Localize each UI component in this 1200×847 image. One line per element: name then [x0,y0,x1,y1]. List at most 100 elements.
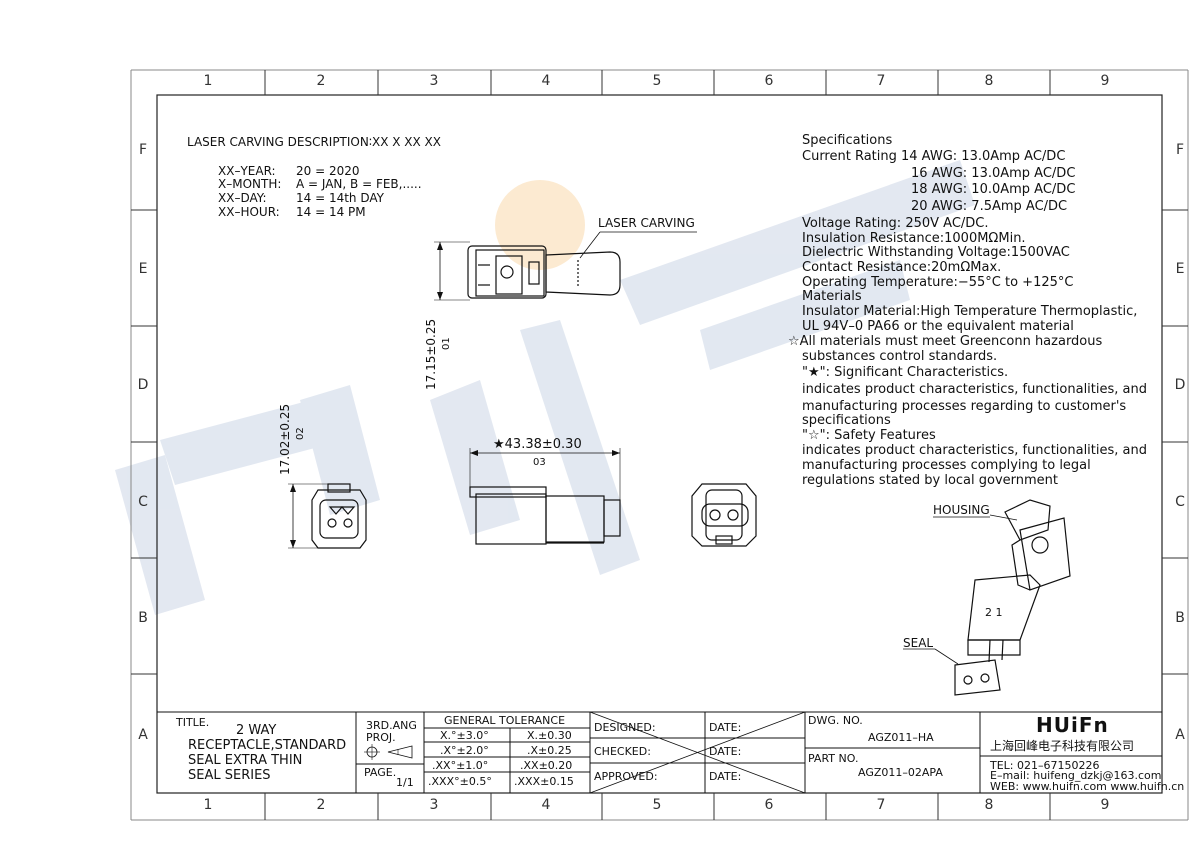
grid-row-b: B [138,610,148,626]
grid-col-7: 7 [876,73,886,89]
designed-date-label: DATE: [709,721,742,734]
designed-label: DESIGNED: [594,721,656,734]
grid-col-8-bottom: 8 [984,797,994,813]
grid-col-1: 1 [203,73,213,89]
page-label: PAGE. [364,766,397,779]
housing-label: HOUSING [933,503,990,517]
pin-labels: 2 1 [985,606,1003,619]
spec-significant-1: indicates product characteristics, funct… [802,382,1147,397]
grid-col-6: 6 [764,73,774,89]
tolerance-linear-3: .XX±0.20 [520,759,573,772]
drawing-number: AGZ011–HA [868,731,934,744]
title-line-2: RECEPTACLE,STANDARD [188,738,347,753]
laser-carving-label: LASER CARVING [598,216,695,230]
tolerance-angle-2: .X°±2.0° [440,744,489,757]
grid-col-4-bottom: 4 [541,797,551,813]
spec-safety-title: "☆": Safety Features [802,428,936,443]
grid-row-a-right: A [1175,727,1185,743]
title-line-1: 2 WAY [236,723,277,738]
grid-col-9-bottom: 9 [1100,797,1110,813]
spec-safety-1: indicates product characteristics, funct… [802,443,1147,458]
grid-col-2-bottom: 2 [316,797,326,813]
dim-height: 17.15±0.25 [424,318,438,390]
grid-col-5-bottom: 5 [652,797,662,813]
company-tel: TEL: 021–67150226 [990,759,1100,772]
isometric-seal [954,659,1001,696]
laser-year-label: XX–YEAR: [218,164,276,178]
grid-col-5: 5 [652,73,662,89]
spec-insulator-1: Insulator Material:High Temperature Ther… [802,304,1138,319]
grid-col-7-bottom: 7 [876,797,886,813]
part-number: AGZ011–02APA [858,766,943,779]
dim-width-ref: 02 [295,427,306,440]
end-view-left [311,483,367,549]
title-line-3: SEAL EXTRA THIN [188,753,303,768]
spec-current-20: 20 AWG: 7.5Amp AC/DC [911,199,1068,214]
spec-current-18: 18 AWG: 10.0Amp AC/DC [911,182,1076,197]
tolerance-linear-4: .XXX±0.15 [514,775,574,788]
grid-col-9: 9 [1100,73,1110,89]
isometric-housing [967,499,1071,663]
spec-hazard-2: substances control standards. [802,349,998,364]
grid-row-c: C [138,494,148,510]
tolerance-angle-1: X.°±3.0° [440,729,489,742]
grid-row-d: D [137,377,149,393]
page-value: 1/1 [396,776,414,789]
spec-current-14: Current Rating 14 AWG: 13.0Amp AC/DC [802,149,1066,164]
grid-row-f: F [138,142,148,158]
approved-label: APPROVED: [594,770,658,783]
tolerance-angle-4: .XXX°±0.5° [428,775,492,788]
grid-col-1-bottom: 1 [203,797,213,813]
projection-label-1: 3RD.ANG [366,719,417,732]
laser-day-value: 14 = 14th DAY [296,191,384,205]
projection-label-2: PROJ. [366,731,396,744]
company-web: WEB: www.huifn.com www.huifn.cn [990,780,1185,793]
spec-contact: Contact Resistance:20mΩMax. [802,260,1002,275]
laser-month-value: A = JAN, B = FEB,..... [296,177,422,191]
grid-col-4: 4 [541,73,551,89]
spec-safety-2: manufacturing processes complying to leg… [802,458,1091,473]
grid-row-b-right: B [1175,610,1185,626]
grid-col-2: 2 [316,73,326,89]
grid-row-a: A [138,727,148,743]
laser-year-value: 20 = 2020 [296,164,360,178]
spec-dielectric: Dielectric Withstanding Voltage:1500VAC [802,245,1070,260]
tolerance-linear-2: .X±0.25 [527,744,572,757]
spec-materials: Materials [802,289,862,304]
spec-heading: Specifications [802,133,893,148]
grid-col-6-bottom: 6 [764,797,774,813]
side-view [469,486,621,545]
laser-hour-label: XX–HOUR: [218,205,280,219]
dim-length: ★43.38±0.30 [493,437,582,452]
checked-label: CHECKED: [594,745,651,758]
tolerance-linear-1: X.±0.30 [527,729,572,742]
end-view-right [691,483,757,547]
spec-voltage: Voltage Rating: 250V AC/DC. [802,216,989,231]
grid-row-d-right: D [1174,377,1186,393]
part-number-label: PART NO. [808,752,859,765]
checked-date-label: DATE: [709,745,742,758]
tolerance-angle-3: .XX°±1.0° [432,759,489,772]
spec-insulation-resistance: Insulation Resistance:1000MΩMin. [802,231,1026,246]
laser-description-title: LASER CARVING DESCRIPTION∶XX X XX XX [187,135,441,149]
spec-hazard-1: ☆All materials must meet Greenconn hazar… [788,334,1103,349]
grid-col-8: 8 [984,73,994,89]
spec-insulator-2: UL 94V–0 PA66 or the equivalent material [802,319,1074,334]
dim-length-ref: 03 [533,457,546,468]
spec-temperature: Operating Temperature:−55°C to +125°C [802,275,1074,290]
company-name: 上海回峰电子科技有限公司 [990,739,1135,753]
laser-hour-value: 14 = 14 PM [296,205,366,219]
grid-row-c-right: C [1175,494,1185,510]
dim-height-ref: 01 [441,337,452,350]
grid-col-3: 3 [429,73,439,89]
dim-width: 17.02±0.25 [278,403,292,475]
laser-month-label: X–MONTH: [218,177,282,191]
spec-significant-2: manufacturing processes regarding to cus… [802,399,1127,414]
spec-current-16: 16 AWG: 13.0Amp AC/DC [911,166,1076,181]
tolerance-header: GENERAL TOLERANCE [444,714,566,727]
company-logo: HUiFn [1036,713,1109,737]
laser-day-label: XX–DAY: [218,191,267,205]
